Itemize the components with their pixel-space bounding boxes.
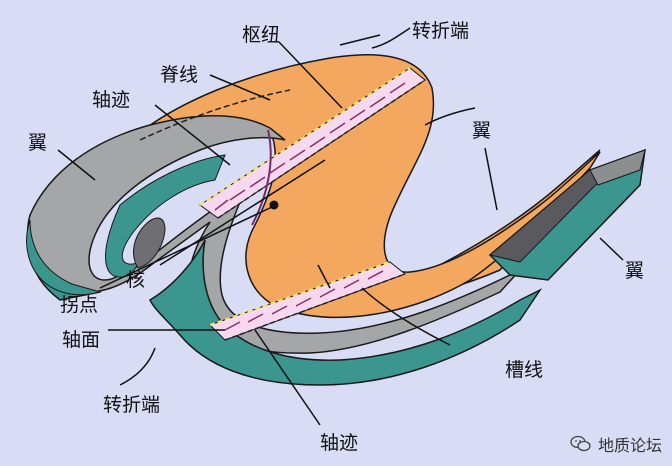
label-hinge-zone-top: 转折端 (412, 20, 470, 42)
teal-inner-band (105, 154, 226, 278)
leader-lines (57, 27, 624, 426)
label-limb-left: 翼 (28, 132, 48, 154)
label-trough-line: 槽线 (505, 359, 544, 381)
label-axial-plane: 轴面 (62, 329, 101, 351)
dark-notch (133, 217, 166, 269)
label-hinge: 枢纽 (242, 24, 281, 46)
crest-line (139, 89, 291, 141)
teal-left-band (26, 219, 102, 296)
wechat-icon (570, 435, 591, 452)
label-inflection-point: 拐点 (60, 294, 99, 316)
label-crest-line: 脊线 (160, 64, 199, 86)
hinge-line-top (199, 67, 411, 206)
axial-plane-lower-hatch (224, 270, 384, 331)
label-hinge-zone-bottom: 转折端 (103, 394, 161, 416)
label-limb-right: 翼 (625, 260, 645, 282)
label-axial-trace-bottom: 轴迹 (320, 432, 359, 454)
hinge-curve (251, 129, 272, 226)
axial-plane-upper-hatch (214, 82, 406, 211)
watermark: 地质论坛 (570, 432, 662, 456)
label-axial-trace-top: 轴迹 (92, 89, 131, 111)
watermark-text: 地质论坛 (597, 436, 662, 455)
label-core: 核 (126, 269, 146, 291)
right-end-block-gray (589, 149, 646, 186)
label-limb-right-top: 翼 (472, 120, 492, 142)
hinge-line-top-2 (217, 79, 426, 219)
